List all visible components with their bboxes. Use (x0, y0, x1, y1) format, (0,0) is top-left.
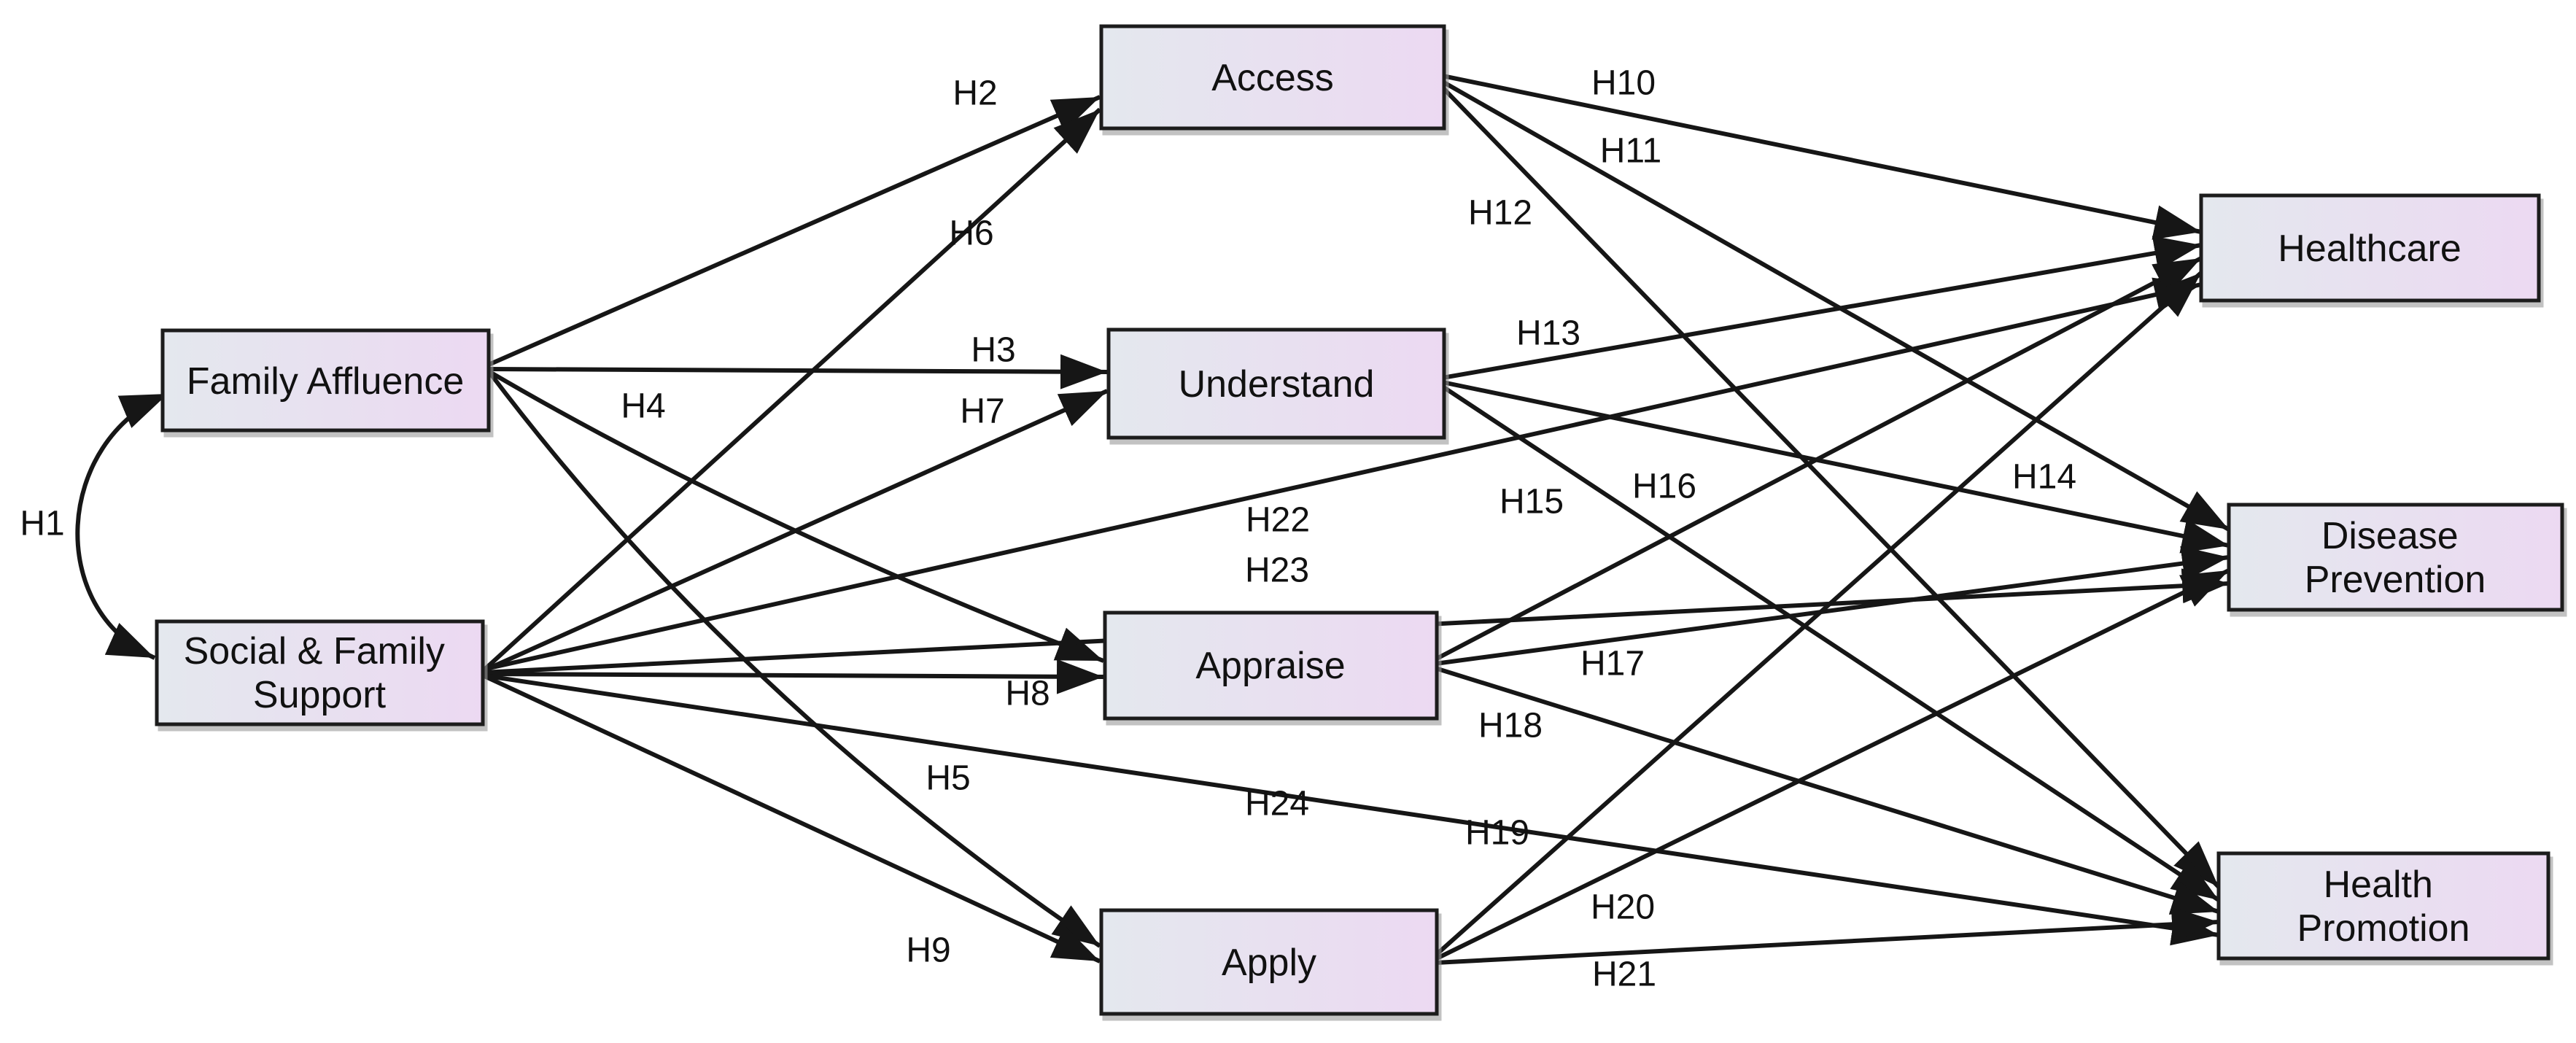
node-box-apply (1099, 908, 1439, 1016)
node-box-access (1099, 24, 1446, 131)
node-box-appraise (1103, 610, 1439, 721)
node-box-understand (1106, 327, 1446, 440)
edge-label-h2: H2 (953, 74, 997, 113)
edge-h13 (1442, 236, 2202, 380)
edge-h21 (1435, 907, 2219, 965)
edge-h11 (1441, 80, 2230, 532)
edge-h6 (481, 107, 1102, 673)
node-disease-prevention: Disease Prevention (2227, 503, 2564, 612)
node-label-disease-prevention: Disease Prevention (2305, 515, 2486, 601)
node-label-health-promotion: Health Promotion (2297, 864, 2470, 950)
edge-label-h9: H9 (906, 931, 950, 970)
edge-label-h13: H13 (1516, 314, 1580, 353)
edge-h1-covariance (75, 392, 169, 660)
node-box-health-promotion (2216, 851, 2550, 961)
node-label-access: Access (1211, 57, 1334, 99)
edge-label-h15: H15 (1500, 483, 1564, 522)
edge-h2 (487, 95, 1101, 367)
edge-label-h7: H7 (960, 392, 1004, 431)
node-box-healthcare (2199, 193, 2541, 303)
edge-h24 (482, 673, 2219, 946)
edge-label-h22: H22 (1246, 501, 1310, 540)
edge-h17 (1435, 546, 2230, 666)
node-label-appraise: Appraise (1195, 645, 1345, 687)
edge-h8 (482, 659, 1104, 694)
edge-h18 (1435, 666, 2219, 915)
edge-label-h3: H3 (971, 331, 1015, 370)
edge-label-h8: H8 (1005, 675, 1050, 713)
node-layer: Family Affluence Social & Family Support… (155, 24, 2564, 1016)
edge-label-layer: H1 H2 H3 H4 H5 H6 H7 H8 H9 H10 H11 H12 H… (20, 64, 2076, 994)
node-family-affluence: Family Affluence (160, 328, 491, 433)
edge-label-h20: H20 (1591, 888, 1655, 927)
edge-label-h6: H6 (949, 214, 993, 253)
node-health-promotion: Health Promotion (2216, 851, 2550, 961)
node-label-understand: Understand (1179, 363, 1375, 406)
edge-label-h4: H4 (621, 387, 665, 426)
edge-label-h23: H23 (1245, 551, 1309, 590)
edge-h9 (481, 673, 1101, 963)
edge-label-h24: H24 (1245, 785, 1309, 823)
node-box-social-family-support (155, 619, 485, 726)
edge-label-h17: H17 (1580, 645, 1645, 683)
edge-label-h14: H14 (2012, 458, 2076, 497)
node-box-disease-prevention (2227, 503, 2564, 612)
edge-h7 (481, 389, 1109, 673)
node-label-social-family-support: Social & Family Support (184, 630, 456, 716)
node-box-family-affluence (160, 328, 491, 433)
edge-h5 (486, 370, 1101, 948)
node-social-family-support: Social & Family Support (155, 619, 485, 726)
edge-label-h16: H16 (1632, 468, 1696, 506)
node-understand: Understand (1106, 327, 1446, 440)
edge-h20 (1434, 568, 2230, 961)
edge-layer (75, 74, 2230, 965)
node-label-apply: Apply (1222, 942, 1316, 984)
edge-h12 (1440, 85, 2221, 889)
edge-h10 (1442, 74, 2202, 240)
edge-h14 (1442, 380, 2230, 554)
edge-label-h21: H21 (1592, 955, 1656, 994)
edge-label-h10: H10 (1591, 64, 1656, 103)
edge-h19 (1434, 271, 2203, 958)
edge-label-h12: H12 (1468, 194, 1532, 233)
node-label-healthcare: Healthcare (2278, 228, 2461, 270)
edge-label-h1: H1 (20, 505, 64, 543)
edge-label-h11: H11 (1600, 132, 1662, 171)
node-apply: Apply (1099, 908, 1439, 1016)
edge-label-h5: H5 (926, 759, 970, 798)
node-appraise: Appraise (1103, 610, 1439, 721)
edge-h16 (1434, 256, 2203, 662)
edge-label-h19: H19 (1465, 814, 1529, 853)
edge-h15 (1441, 384, 2220, 902)
edge-h3 (488, 354, 1108, 389)
node-access: Access (1099, 24, 1446, 131)
edge-label-h18: H18 (1478, 707, 1543, 745)
node-label-family-affluence: Family Affluence (187, 360, 465, 403)
node-healthcare: Healthcare (2199, 193, 2541, 303)
edge-h4 (487, 369, 1105, 663)
